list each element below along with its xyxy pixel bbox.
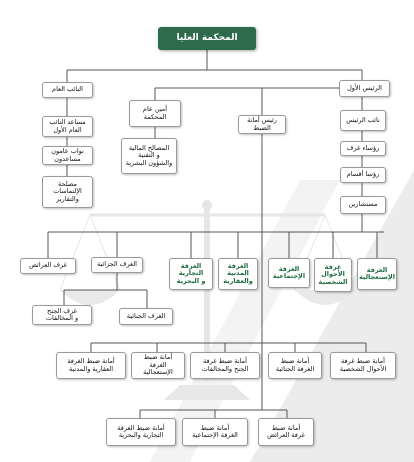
assistant-prosecutors-box: نواب عامون مساعدون (42, 146, 93, 165)
registry-commercial-maritime-box: أمانة ضبط الغرفة التجارية والبحرية (106, 418, 176, 446)
first-assistant-prosecutor-box: مساعد النائب العام الأول (42, 116, 93, 137)
vice-president-box: نائب الرئيس (340, 110, 386, 131)
commercial-maritime-chamber-box: الغرفة التجارية و البحرية (169, 258, 213, 290)
chamber-presidents-box: رؤساء غرف (340, 141, 386, 156)
finance-tech-hr-services-box: المصالح المالية و التقنية والشؤون البشري… (121, 138, 177, 174)
counselors-box: مستشارين (340, 196, 386, 214)
criminal-sub-chambers-box: الغرف الجنائية (119, 308, 173, 325)
registry-social-box: أمانة ضبط الغرفة الإجتماعية (182, 418, 248, 446)
civil-real-estate-chamber-box: الغرفة المدنية والعقارية (218, 258, 258, 290)
registry-urgent-box: أمانة ضبط الغرفة الإستعجالية (131, 352, 185, 379)
registry-criminal-box: أمانة ضبط الغرفة الجنائية (268, 352, 322, 379)
general-prosecutor-box: النائب العام (42, 82, 93, 98)
misdemeanors-chamber-box: غرف الجنح و المخالفات (32, 305, 92, 325)
criminal-chambers-box: الغرف الجزائية (91, 257, 143, 273)
registry-head-box: رئيس أمانة الضبط (238, 115, 286, 134)
personal-status-chamber-box: غرفة الأحوال الشخصية (314, 258, 352, 292)
court-secretary-box: أمين عام المحكمة (129, 100, 181, 127)
petitions-reports-service-box: مصلحة الإلتماسات والتقارير (42, 176, 93, 208)
petitions-chamber-box: غرف العرائض (20, 258, 76, 274)
registry-misdemeanors-box: أمانة ضبط غرفة الجنح والمخالفات (190, 352, 260, 379)
urgent-chamber-box: الغرفة الإستعجالية (357, 258, 397, 290)
section-heads-box: رؤسا أقسام (340, 167, 386, 183)
registry-personal-status-box: أمانة ضبط غرفة الأحوال الشخصية (330, 352, 396, 379)
registry-real-estate-civil-box: أمانة ضبط الغرفة العقارية والمدنية (56, 352, 126, 379)
social-chamber-box: الغرفة الإجتماعية (268, 258, 310, 288)
first-president-box: الرئيس الأول (339, 80, 390, 97)
supreme-court-title: المحكمة العليا (158, 27, 256, 50)
registry-petitions-box: أمانة ضبط غرفة العرائض (258, 418, 314, 446)
